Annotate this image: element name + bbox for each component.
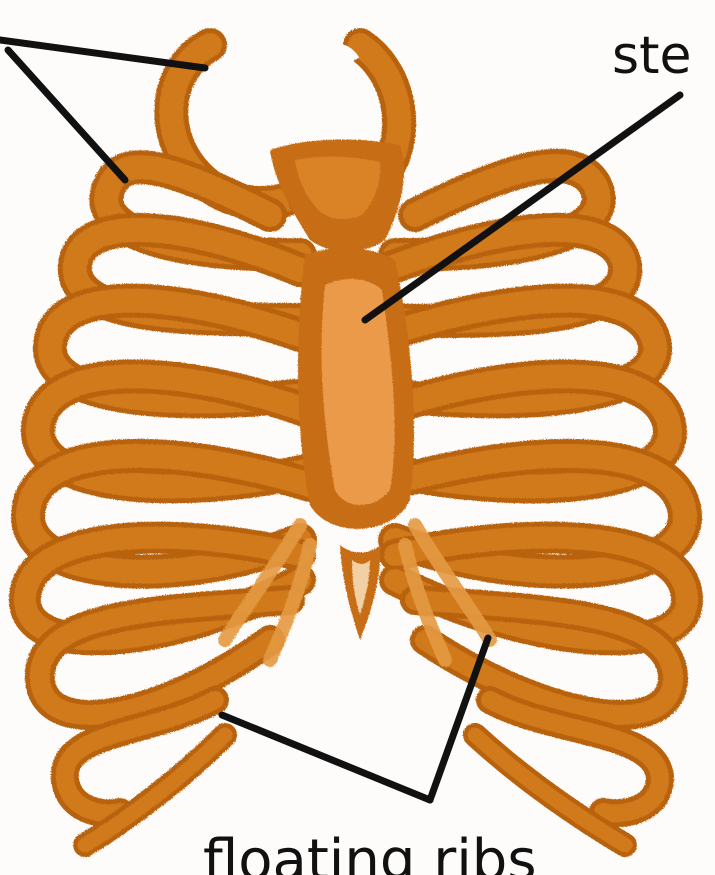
floating-ribs-label: floating ribs — [203, 833, 537, 875]
sternum-label: ste — [612, 30, 691, 82]
left-ribs — [25, 45, 310, 845]
leader-line-floating-left — [222, 715, 430, 800]
leader-line-top-left-2 — [8, 50, 125, 180]
jugular-notch — [320, 49, 355, 60]
